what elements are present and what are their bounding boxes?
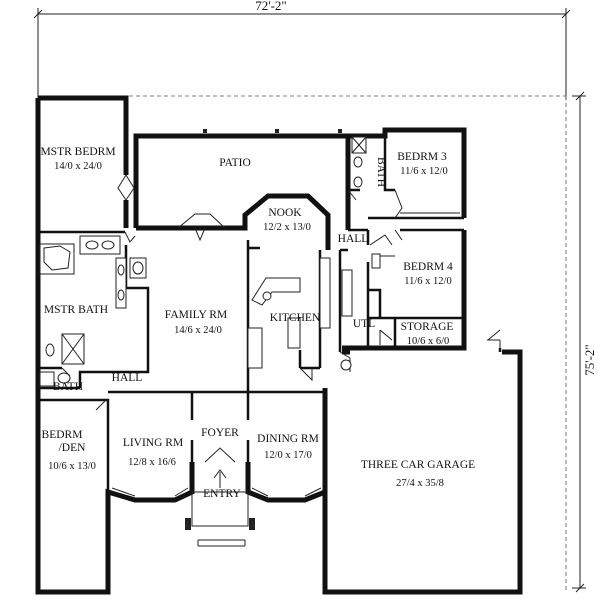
nook-bay [136, 193, 331, 250]
width-dimension-line [33, 8, 571, 590]
bedrm-den-label-line1: BEDRM [42, 429, 83, 441]
doors [61, 174, 501, 411]
utl-label: UTL [353, 318, 375, 330]
overall-depth-label: 75'-2" [582, 344, 597, 375]
upper-bath-fixtures [351, 136, 367, 188]
kitchen-label: KITCHEN [270, 312, 321, 324]
dining-rm-size: 12/0 x 17/0 [264, 450, 312, 461]
entry-porch [185, 447, 255, 547]
storage-size: 10/6 x 6/0 [407, 336, 450, 347]
entry-label: ENTRY [203, 488, 241, 500]
living-rm-label: LIVING RM [123, 437, 183, 449]
depth-dimension-line [572, 91, 586, 593]
family-rm-size: 14/6 x 24/0 [174, 325, 222, 336]
bedrm4-size: 11/6 x 12/0 [404, 276, 451, 287]
entry-arrow-icon [213, 469, 227, 488]
mstr-bath-fixtures [39, 235, 147, 365]
hall-left-label: HALL [112, 372, 143, 384]
foyer-label: FOYER [201, 427, 239, 439]
kitchen-fixtures [247, 257, 352, 371]
mstr-bath-label: MSTR BATH [44, 304, 108, 316]
nook-size: 12/2 x 13/0 [263, 222, 311, 233]
patio-label: PATIO [219, 157, 251, 169]
storage-label: STORAGE [401, 321, 454, 333]
garage-openings [487, 339, 501, 352]
mstr-bedrm-size: 14/0 x 24/0 [54, 161, 102, 172]
exterior-walls [35, 95, 523, 595]
bay-windows [111, 487, 322, 497]
living-rm-size: 12/8 x 16/6 [128, 457, 176, 468]
patio-posts [203, 129, 342, 133]
garage-size: 27/4 x 35/8 [396, 478, 444, 489]
bedrm-den-size: 10/6 x 13/0 [48, 461, 96, 472]
lower-bath-label: BATH [53, 381, 83, 393]
bath-fixtures [39, 371, 71, 387]
overall-width-label: 72'-2" [255, 0, 286, 13]
dining-rm-label: DINING RM [257, 433, 319, 445]
bedrm-den-label-line2: /DEN [59, 442, 87, 454]
nook-label: NOOK [268, 207, 302, 219]
mstr-bedrm-label: MSTR BEDRM [40, 146, 115, 158]
closets [380, 212, 460, 257]
upper-bath-label: BATH [375, 157, 387, 187]
utility-fixtures [341, 253, 381, 317]
bedrm3-label: BEDRM 3 [397, 151, 447, 163]
bedrm3-size: 11/6 x 12/0 [400, 166, 447, 177]
bedrm4-label: BEDRM 4 [403, 261, 453, 273]
hall-right-label: HALL [338, 233, 369, 245]
family-rm-label: FAMILY RM [165, 309, 227, 321]
garage-label: THREE CAR GARAGE [361, 459, 475, 471]
